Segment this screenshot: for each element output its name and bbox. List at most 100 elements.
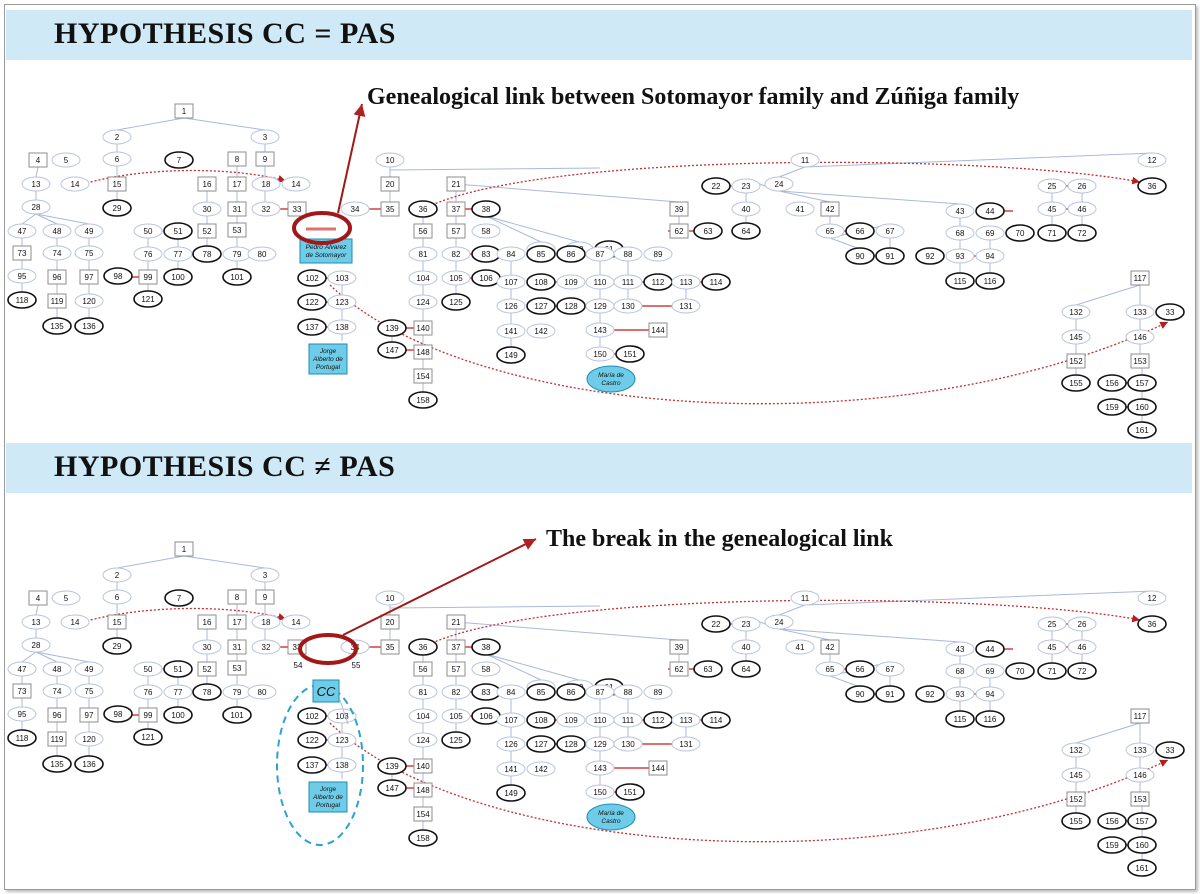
node-label: 41 xyxy=(796,643,805,652)
node-label: 154 xyxy=(416,372,430,381)
person-node-bold xyxy=(297,293,327,311)
node-label: 68 xyxy=(956,229,965,238)
person-node xyxy=(192,639,222,655)
highlight-ring xyxy=(292,211,352,245)
person-node-bold xyxy=(441,731,471,749)
person-node-box xyxy=(380,201,400,217)
node-label: 136 xyxy=(82,322,96,331)
person-node xyxy=(671,712,701,728)
person-node-box xyxy=(47,293,67,309)
node-label: 17 xyxy=(233,618,242,627)
node-label: 153 xyxy=(1133,795,1147,804)
node-label: 157 xyxy=(1135,379,1149,388)
person-node-box xyxy=(1130,791,1150,807)
person-node-bold xyxy=(845,247,875,265)
person-node xyxy=(975,686,1005,702)
node-label: 156 xyxy=(1105,379,1119,388)
person-node xyxy=(585,760,615,776)
person-node xyxy=(327,294,357,310)
node-label: 138 xyxy=(335,323,349,332)
node-label: 14 xyxy=(292,618,301,627)
person-node xyxy=(74,293,104,309)
person-node-bold xyxy=(297,756,327,774)
person-node-box xyxy=(197,661,217,677)
node-label: 116 xyxy=(984,715,997,724)
pointer-arrow xyxy=(337,103,366,214)
person-node-box xyxy=(174,103,194,119)
person-node xyxy=(671,736,701,752)
node-label: 77 xyxy=(174,250,183,259)
node-label: 128 xyxy=(564,740,578,749)
cc-group-outline xyxy=(276,684,364,846)
node-label: 122 xyxy=(305,298,319,307)
node-label: 78 xyxy=(203,250,212,259)
node-label: 48 xyxy=(53,227,62,236)
tree-edge xyxy=(35,651,90,663)
node-label: 47 xyxy=(18,227,27,236)
person-node-box xyxy=(413,223,433,239)
person-node xyxy=(1137,152,1167,168)
node-label: 6 xyxy=(115,155,120,164)
node-label: 87 xyxy=(596,250,605,259)
node-label: 86 xyxy=(567,688,576,697)
person-node xyxy=(250,129,280,145)
node-label: 54 xyxy=(294,661,303,670)
maria-castro-label: Castro xyxy=(601,380,621,387)
node-label: 145 xyxy=(1069,333,1083,342)
person-node-bold xyxy=(471,200,501,218)
node-label: 18 xyxy=(262,618,271,627)
person-node-box xyxy=(47,707,67,723)
node-label: 16 xyxy=(203,618,212,627)
node-label: 141 xyxy=(504,327,518,336)
person-node-bold xyxy=(164,589,194,607)
node-label: 140 xyxy=(416,762,430,771)
connector-102-33 xyxy=(329,722,1169,843)
person-node xyxy=(875,661,905,677)
person-node-box xyxy=(413,758,433,774)
person-node xyxy=(327,270,357,286)
person-node-bold xyxy=(408,391,438,409)
person-node-box xyxy=(413,782,433,798)
person-node-bold xyxy=(297,707,327,725)
jorge-portugal-label: Alberto de xyxy=(312,794,343,801)
node-label: 35 xyxy=(386,643,395,652)
person-node-bold xyxy=(42,755,72,773)
node-label: 82 xyxy=(452,250,461,259)
person-node-bold xyxy=(556,683,586,701)
person-node xyxy=(945,641,975,657)
node-label: 37 xyxy=(452,205,461,214)
node-label: 93 xyxy=(956,690,965,699)
node-label: 147 xyxy=(385,346,399,355)
tree-edge xyxy=(339,699,349,725)
node-label: 72 xyxy=(1078,229,1087,238)
person-node-bold xyxy=(975,640,1005,658)
node-label: 113 xyxy=(680,716,693,725)
person-node-bold xyxy=(526,735,556,753)
node-label: 67 xyxy=(886,665,895,674)
person-node-bold xyxy=(693,222,723,240)
node-label: 31 xyxy=(233,643,242,652)
person-node-box xyxy=(446,201,466,217)
node-label: 150 xyxy=(593,350,607,359)
person-node-bold xyxy=(1005,224,1035,242)
node-label: 30 xyxy=(203,643,212,652)
node-label: 66 xyxy=(856,227,865,236)
person-node xyxy=(251,614,281,630)
person-node xyxy=(1067,639,1097,655)
person-node xyxy=(1037,178,1067,194)
node-label: 116 xyxy=(984,277,997,286)
person-node-box xyxy=(446,176,466,192)
pointer-arrow xyxy=(342,538,537,636)
person-node xyxy=(496,323,526,339)
person-node-box xyxy=(227,589,247,605)
person-node xyxy=(1037,639,1067,655)
person-node-bold xyxy=(74,317,104,335)
person-node-bold xyxy=(1067,662,1097,680)
person-node-box xyxy=(28,590,48,606)
person-node-bold xyxy=(163,706,193,724)
node-label: 58 xyxy=(482,227,491,236)
person-node-bold xyxy=(556,245,586,263)
node-label: 4 xyxy=(36,594,41,603)
node-label: 53 xyxy=(233,664,242,673)
node-label: 64 xyxy=(742,665,751,674)
